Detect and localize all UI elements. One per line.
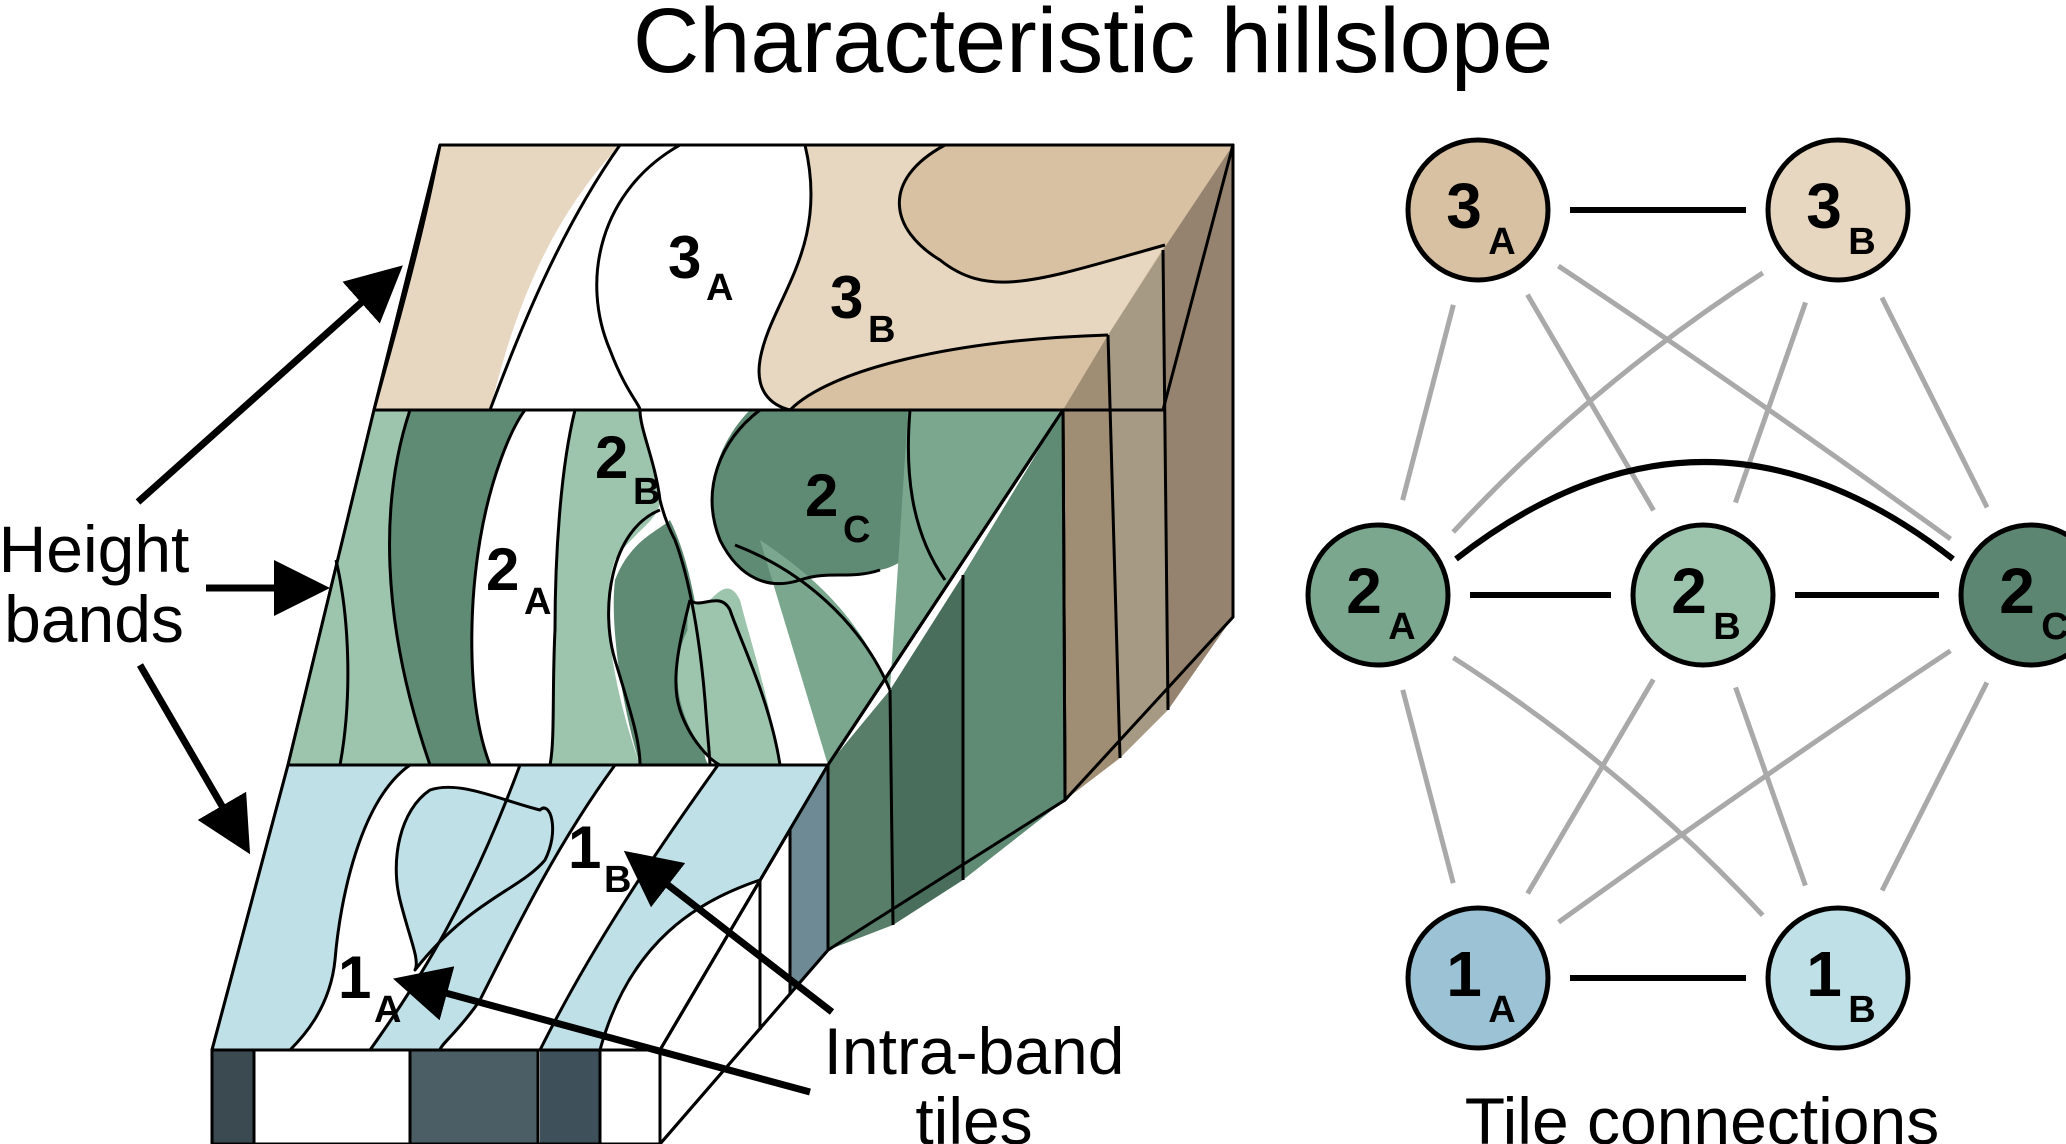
node-2b-num: 2 — [1671, 555, 1707, 627]
tile-label-3a-sub: A — [706, 267, 733, 309]
node-1a-sub: A — [1488, 989, 1515, 1031]
hillslope-block: 3 A 3 B 2 A 2 B 2 C 1 A 1 B — [210, 143, 1235, 1144]
tile-label-2a-num: 2 — [486, 536, 519, 603]
tile-label-2c-sub: C — [843, 509, 870, 551]
tile-label-3b: 3 B — [830, 264, 895, 351]
tile-label-3b-sub: B — [868, 309, 895, 351]
node-3b-sub: B — [1848, 221, 1875, 263]
node-2a-sub: A — [1388, 606, 1415, 648]
band-1-front — [210, 1048, 662, 1144]
node-2c-sub: C — [2041, 606, 2066, 648]
band-2-side — [826, 408, 1067, 952]
edge-3a-2a — [1400, 304, 1456, 501]
height-bands-line2: bands — [4, 582, 184, 656]
tile-label-1a-num: 1 — [338, 944, 371, 1011]
tile-label-2c-num: 2 — [805, 462, 838, 529]
tile-label-3a: 3 A — [668, 224, 733, 309]
edge-1a-2b — [1525, 678, 1656, 895]
tile-label-2a-sub: A — [524, 581, 551, 623]
edge-3a-2c — [1557, 263, 1953, 542]
edge-1b-2b — [1733, 686, 1808, 887]
edge-3b-2a — [1451, 270, 1765, 534]
tile-label-1b: 1 B — [568, 814, 631, 901]
node-3b-num: 3 — [1806, 170, 1842, 242]
arrow-to-band-3 — [135, 265, 403, 505]
node-3a-sub: A — [1488, 221, 1515, 263]
edge-3b-2c — [1879, 296, 1990, 509]
intra-band-line1: Intra-band — [824, 1014, 1125, 1088]
edge-1a-2a — [1400, 689, 1456, 884]
diagram-title: Characteristic hillslope — [633, 0, 1553, 92]
band-1-surface — [210, 763, 830, 1052]
tile-label-2a: 2 A — [486, 536, 551, 623]
band-3-side — [1061, 143, 1235, 802]
node-1b-sub: B — [1848, 989, 1875, 1031]
tile-label-3b-num: 3 — [830, 264, 863, 331]
node-2c-circle — [1958, 522, 2066, 668]
arrow-to-tile-1b — [623, 850, 835, 1015]
edge-1b-2c — [1879, 681, 1990, 892]
tile-label-1b-num: 1 — [568, 814, 601, 881]
node-1a-num: 1 — [1446, 938, 1482, 1010]
tile-label-3a-num: 3 — [668, 224, 701, 291]
tile-label-2b-sub: B — [633, 471, 660, 513]
node-3a-num: 3 — [1446, 170, 1482, 242]
node-2b-circle — [1630, 522, 1776, 668]
node-2a-circle — [1305, 522, 1451, 668]
height-bands-line1: Height — [0, 512, 189, 586]
band-2-surface — [286, 408, 1065, 767]
tile-connections-caption: Tile connections — [1465, 1084, 1939, 1144]
node-2a-num: 2 — [1346, 555, 1382, 627]
node-1b-circle — [1765, 905, 1911, 1051]
tile-label-2b-num: 2 — [595, 424, 628, 491]
arrow-to-tile-1a — [392, 966, 811, 1096]
node-2c-num: 2 — [1999, 555, 2035, 627]
node-1b-num: 1 — [1806, 938, 1842, 1010]
tile-label-2b: 2 B — [595, 424, 660, 513]
node-3b-circle — [1765, 137, 1911, 283]
inter-band-edges — [1400, 263, 1990, 925]
height-bands-annotation: Height bands — [0, 265, 403, 855]
edge-1b-2a — [1451, 655, 1765, 917]
node-3a-circle — [1405, 137, 1551, 283]
edge-2a-2c — [1454, 459, 1955, 562]
tile-label-2c: 2 C — [805, 462, 870, 551]
edge-3b-2b — [1733, 301, 1808, 504]
node-1a-circle — [1405, 905, 1551, 1051]
intra-band-line2: tiles — [915, 1084, 1032, 1144]
arrow-to-band-1 — [136, 663, 251, 855]
edge-1a-2c — [1557, 648, 1952, 925]
intra-band-tiles-annotation: Intra-band tiles — [392, 850, 1125, 1144]
intra-band-edges — [1454, 207, 1955, 981]
node-2b-sub: B — [1713, 606, 1740, 648]
tile-label-1b-sub: B — [604, 859, 631, 901]
tile-label-1a-sub: A — [374, 989, 401, 1031]
band-1-side — [658, 763, 830, 1144]
tile-label-1a: 1 A — [338, 944, 401, 1031]
